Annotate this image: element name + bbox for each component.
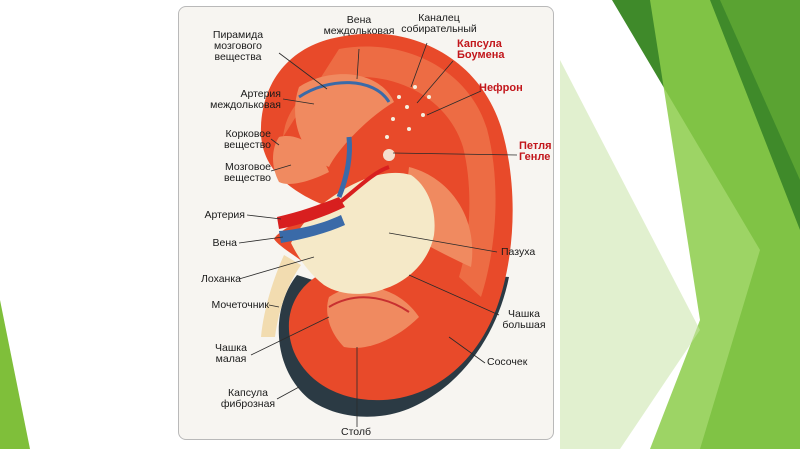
henle-loop-marker <box>383 149 395 161</box>
green-shape-right-mid <box>720 0 800 180</box>
label-collecting-duct: Каналец собирательный <box>401 12 477 35</box>
arcuate-vessel-lower <box>328 296 410 313</box>
cortex-layer <box>283 46 496 297</box>
pyramid-lower <box>327 286 419 348</box>
label-medulla: Мозговое вещество <box>223 161 271 184</box>
label-major-calyx: Чашка большая <box>502 308 546 331</box>
label-vein: Вена <box>212 237 237 249</box>
label-fibrous-capsule: Капсула фиброзная <box>220 387 276 410</box>
label-column: Столб <box>340 426 372 438</box>
ureter <box>261 255 301 337</box>
label-loop-of-henle: Петля Генле <box>519 140 552 163</box>
label-interlobular-vein: Вена междольковая <box>323 14 395 37</box>
renal-vein <box>279 215 345 243</box>
label-artery: Артерия <box>204 209 245 221</box>
leader-lines <box>238 42 518 427</box>
green-shape-right-pale <box>560 60 700 449</box>
label-papilla: Сосочек <box>487 356 528 368</box>
artery-branch <box>337 165 390 205</box>
vein-branch <box>336 136 352 198</box>
arcuate-vessel-upper <box>298 81 391 103</box>
label-bowman-capsule: Капсула Боумена <box>457 38 505 61</box>
label-ureter: Мочеточник <box>211 299 269 311</box>
kidney-diagram <box>238 33 518 427</box>
label-cortex: Корковое вещество <box>223 128 271 151</box>
green-shape-left-corner <box>0 300 30 449</box>
label-interlobular-artery: Артерия междольковая <box>210 88 281 111</box>
renal-artery <box>277 197 345 229</box>
label-minor-calyx: Чашка малая <box>215 342 247 365</box>
pyramid-middle <box>273 136 329 184</box>
diagram-card: Пирамида мозгового вещества Артерия межд… <box>178 6 554 440</box>
green-shape-right-light <box>650 0 800 449</box>
label-pelvis: Лоханка <box>200 273 241 285</box>
label-sinus: Пазуха <box>501 246 536 258</box>
nephron-dots <box>385 85 431 139</box>
label-pyramid: Пирамида мозгового вещества <box>212 29 264 63</box>
label-nephron: Нефрон <box>479 82 523 94</box>
pyramid-upper <box>295 74 394 167</box>
